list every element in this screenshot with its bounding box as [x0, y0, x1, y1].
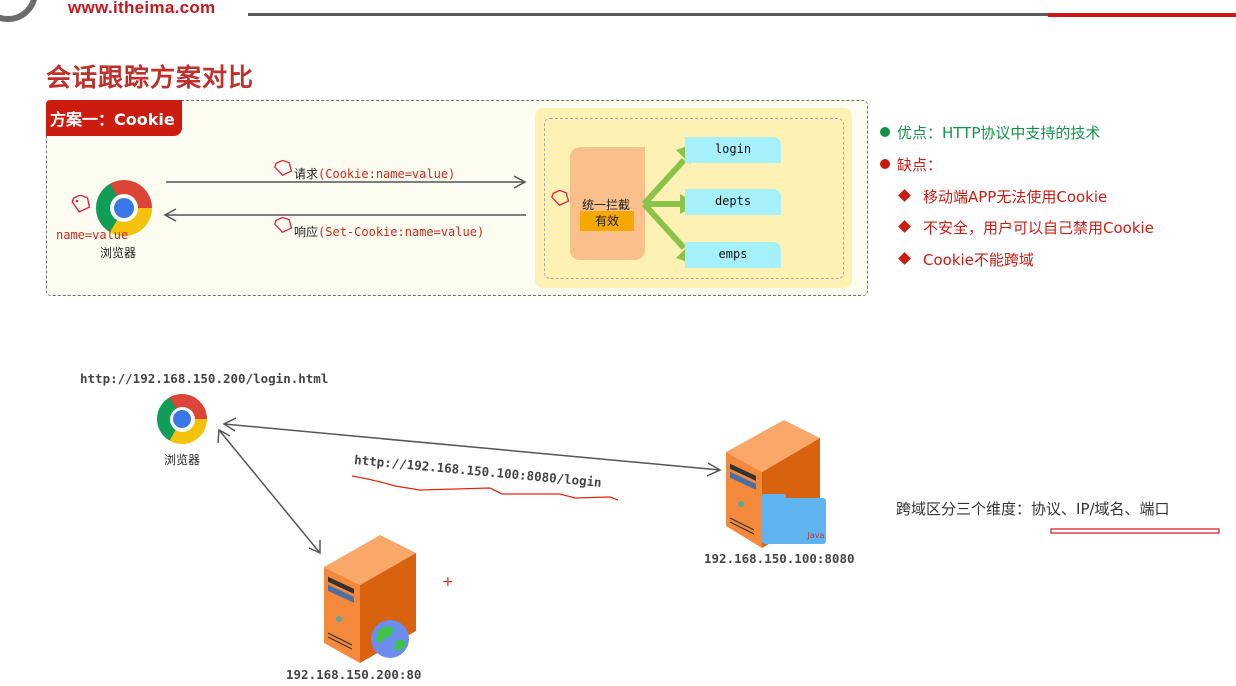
endpoint-login: login	[685, 137, 781, 163]
java-badge: Java	[807, 531, 825, 540]
con-text: Cookie不能跨域	[923, 251, 1034, 269]
tag-icon	[71, 195, 91, 213]
panel-tag: 方案一：Cookie	[46, 100, 182, 136]
request-label: 请求(Cookie:name=value)	[294, 163, 455, 182]
java-folder-icon	[762, 498, 826, 544]
request-response-arrows	[163, 175, 527, 222]
endpoint-depts: depts	[685, 189, 781, 215]
web-server-address: 192.168.150.200:80	[286, 667, 422, 682]
bullet-dot-icon	[880, 127, 890, 137]
note-prefix: 跨域区分三个维度：	[896, 500, 1032, 518]
java-server-icon: Java	[726, 420, 826, 548]
header-rule-accent	[1048, 13, 1236, 17]
endpoint-emps: emps	[685, 242, 781, 268]
cursor-mark: +	[442, 574, 454, 590]
bullet-dot-icon	[880, 159, 890, 169]
tag-icon	[551, 190, 570, 206]
interceptor-box	[570, 147, 645, 260]
con-heading: 缺点：	[880, 154, 942, 175]
pro-item: 优点：HTTP协议中支持的技术	[880, 122, 1100, 143]
con-item: 不安全，用户可以自己禁用Cookie	[898, 217, 1154, 238]
request-label-code: (Cookie:name=value)	[318, 167, 456, 181]
con-heading-text: 缺点：	[897, 156, 943, 174]
header-rule	[248, 13, 1048, 16]
browser-url: http://192.168.150.200/login.html	[80, 371, 329, 386]
con-text: 不安全，用户可以自己禁用Cookie	[923, 219, 1154, 237]
note-dimensions: 协议、IP/域名、端口	[1031, 500, 1170, 518]
response-label-cn: 响应	[294, 225, 319, 239]
response-label: 响应(Set-Cookie:name=value)	[294, 221, 484, 240]
con-text: 移动端APP无法使用Cookie	[923, 188, 1108, 206]
interceptor-status: 有效	[580, 211, 634, 231]
web-server-icon	[324, 535, 416, 663]
chrome-icon	[96, 180, 152, 236]
page-title: 会话跟踪方案对比	[46, 63, 255, 92]
chrome-icon	[157, 394, 207, 444]
arrow-browser-web-server	[218, 429, 321, 554]
response-label-code: (Set-Cookie:name=value)	[318, 225, 485, 239]
con-item: Cookie不能跨域	[898, 249, 1034, 270]
arrow-browser-java-server	[223, 423, 721, 471]
con-item: 移动端APP无法使用Cookie	[898, 186, 1108, 207]
cookie-value: name=value	[56, 228, 129, 242]
server-area-border	[544, 118, 844, 279]
tag-icon	[274, 217, 293, 233]
java-server-address: 192.168.150.100:8080	[704, 551, 855, 566]
pro-text: 优点：HTTP协议中支持的技术	[897, 124, 1101, 142]
request-label-cn: 请求	[294, 167, 319, 181]
interceptor-label: 统一拦截	[582, 198, 631, 212]
browser-label: 浏览器	[100, 246, 137, 260]
browser-label: 浏览器	[164, 453, 201, 467]
logo-url[interactable]: www.itheima.com	[68, 0, 216, 17]
note-underline	[1050, 528, 1220, 534]
cross-domain-note: 跨域区分三个维度：协议、IP/域名、端口	[896, 498, 1170, 519]
tag-icon	[274, 160, 293, 176]
annotation-underline	[351, 475, 619, 501]
